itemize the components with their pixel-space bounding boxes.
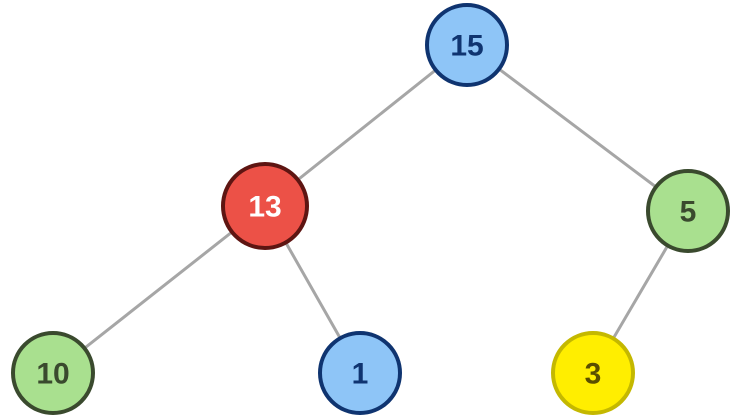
tree-node-label: 5	[680, 196, 697, 229]
tree-node-3: 3	[551, 331, 635, 415]
tree-node-13: 13	[221, 162, 309, 250]
tree-node-15: 15	[425, 3, 509, 87]
tree-node-label: 1	[352, 358, 369, 391]
tree-edge-13-to-10	[51, 204, 267, 375]
tree-node-1: 1	[318, 331, 402, 415]
tree-node-circle	[425, 3, 509, 87]
edges-layer	[51, 43, 690, 375]
tree-node-label: 10	[36, 358, 69, 391]
tree-node-label: 15	[450, 30, 483, 63]
tree-node-circle	[318, 331, 402, 415]
tree-edge-15-to-5	[465, 43, 690, 213]
tree-node-circle	[551, 331, 635, 415]
tree-node-10: 10	[11, 331, 95, 415]
tree-node-5: 5	[646, 169, 730, 253]
tree-node-circle	[11, 331, 95, 415]
tree-node-label: 13	[248, 191, 281, 224]
tree-node-circle	[646, 169, 730, 253]
tree-node-label: 3	[585, 358, 602, 391]
tree-node-circle	[221, 162, 309, 250]
